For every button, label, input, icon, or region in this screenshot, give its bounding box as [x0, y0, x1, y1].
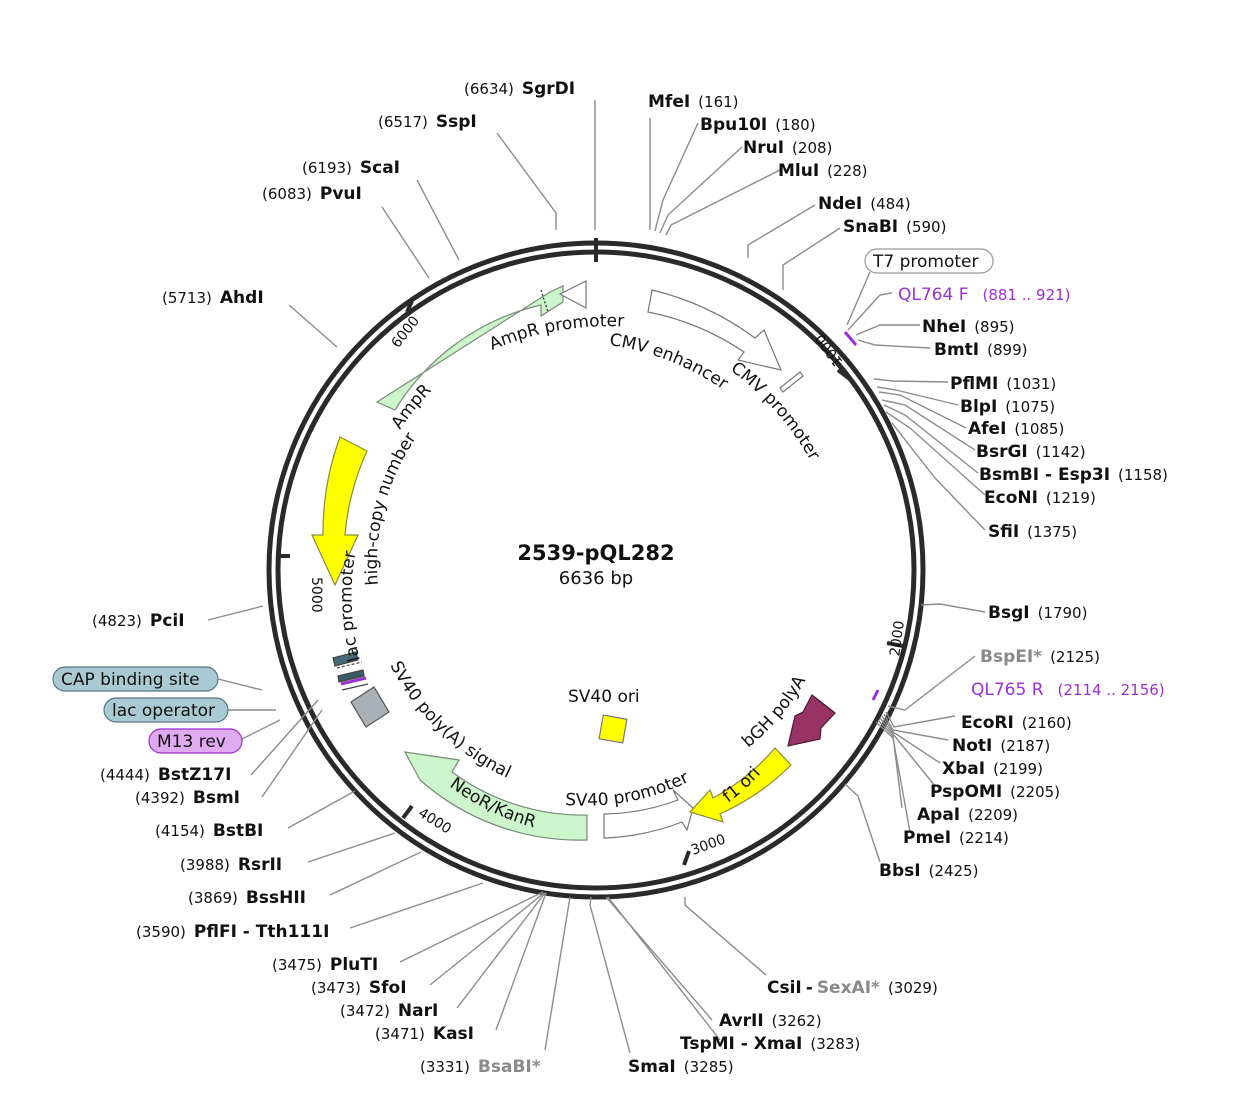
label-cmv-enhancer: CMV enhancer — [608, 330, 731, 394]
site-sgrdi: (6634)SgrDI — [464, 79, 575, 99]
lac-promoter-marks — [332, 651, 369, 691]
site-bstz17i: (4444)BstZ17I — [100, 765, 231, 785]
site-smai: SmaI(3285) — [628, 1057, 734, 1077]
site-apai: ApaI(2209) — [917, 805, 1018, 825]
site-bmti: BmtI(899) — [934, 340, 1027, 360]
label-cmv-promoter: CMV promoter — [727, 358, 824, 464]
site-nrui: NruI(208) — [743, 138, 832, 158]
site-mlui: MluI(228) — [778, 161, 868, 181]
site-ecori: EcoRI(2160) — [961, 713, 1072, 733]
site-kasi: (3471)KasI — [375, 1024, 474, 1044]
site-sspi: (6517)SspI — [378, 112, 477, 132]
tick-1000: 1000 — [812, 331, 846, 369]
sv40-polya-box — [350, 686, 390, 728]
site-ndei: NdeI(484) — [818, 194, 911, 214]
site-xbai: XbaI(2199) — [942, 759, 1043, 779]
cmv-promoter-arrow — [779, 371, 804, 393]
cmv-enhancer-arrow — [647, 289, 783, 371]
site-sfii: SfiI(1375) — [988, 522, 1077, 542]
high-copy-ori-arrow — [311, 436, 368, 587]
m13-rev-box — [148, 728, 243, 754]
site-afei: AfeI(1085) — [968, 419, 1064, 439]
tick-6000: 6000 — [388, 313, 423, 351]
f1-ori-arrow — [688, 747, 792, 823]
bgh-polya-arrow — [787, 694, 836, 747]
site-pvui: (6083)PvuI — [262, 184, 362, 204]
tick-2000: 2000 — [887, 620, 908, 658]
site-avrii: AvrII(3262) — [719, 1011, 822, 1031]
plasmid-size: 6636 bp — [559, 568, 633, 589]
site-bsgi: BsgI(1790) — [988, 603, 1087, 623]
site-tspmi-xmai: TspMI - XmaI(3283) — [680, 1034, 860, 1054]
leader-lines — [207, 100, 986, 1054]
cap-binding-site-label: CAP binding site — [61, 670, 200, 690]
site-scai: (6193)ScaI — [302, 158, 400, 178]
primer-ql764f: QL764 F(881 .. 921) — [898, 285, 1071, 305]
tick-3000: 3000 — [689, 832, 728, 859]
ampr-arrow — [375, 285, 564, 411]
site-bsabi: (3331)BsaBI* — [420, 1057, 541, 1077]
site-pmei: PmeI(2214) — [903, 828, 1009, 848]
plasmid-name: 2539-pQL282 — [517, 541, 674, 565]
site-blpi: BlpI(1075) — [960, 397, 1055, 417]
lac-operator-label: lac operator — [112, 701, 215, 721]
site-bsrgi: BsrGI(1142) — [976, 442, 1086, 462]
primer-ql765r: QL765 R(2114 .. 2156) — [971, 680, 1165, 700]
sv40-promoter-arrow — [603, 789, 694, 839]
site-bspei: BspEI*(2125) — [980, 647, 1100, 667]
site-mfei: MfeI(161) — [648, 92, 739, 112]
label-lac-promoter: lac promoter — [336, 550, 364, 664]
site-bpu10i: Bpu10I(180) — [700, 115, 816, 135]
t7-promoter-label: T7 promoter — [872, 252, 979, 272]
m13-rev-label: M13 rev — [157, 732, 226, 752]
site-bstbi: (4154)BstBI — [155, 821, 263, 841]
site-bsmbi-esp3i: BsmBI - Esp3I(1158) — [979, 465, 1168, 485]
ql764f-mark — [843, 331, 858, 346]
t7-promoter-box — [864, 248, 994, 274]
site-ahdi: (5713)AhdI — [162, 288, 264, 308]
site-snabi: SnaBI(590) — [843, 217, 946, 237]
tick-marks — [278, 238, 904, 866]
site-sfoi: (3473)SfoI — [311, 978, 407, 998]
site-econi: EcoNI(1219) — [984, 488, 1096, 508]
cap-binding-site-box — [52, 666, 219, 692]
site-pcii: (4823)PciI — [92, 611, 185, 631]
neor-kanr-arrow — [403, 751, 588, 841]
site-csii-sexai: CsiI-SexAI*(3029) — [767, 978, 938, 998]
label-sv40-ori: SV40 ori — [568, 687, 640, 707]
ql765r-mark — [871, 689, 880, 701]
sv40-ori-box — [598, 714, 628, 744]
site-pluti: (3475)PluTI — [272, 955, 378, 975]
site-bsmi: (4392)BsmI — [135, 788, 240, 808]
lac-operator-box — [103, 697, 229, 723]
ampr-promoter-arrow — [558, 280, 587, 310]
site-pspomi: PspOMI(2205) — [930, 782, 1060, 802]
tick-5000: 5000 — [308, 577, 324, 613]
site-bsshii: (3869)BssHII — [188, 888, 306, 908]
site-pflmi: PflMI(1031) — [950, 374, 1056, 394]
site-pflfi-tth111i: (3590)PflFI - Tth111I — [136, 922, 329, 942]
site-nari: (3472)NarI — [340, 1001, 438, 1021]
site-nhei: NheI(895) — [922, 317, 1015, 337]
site-noti: NotI(2187) — [952, 736, 1050, 756]
site-bbsi: BbsI(2425) — [879, 861, 978, 881]
site-rsrii: (3988)RsrII — [180, 855, 282, 875]
